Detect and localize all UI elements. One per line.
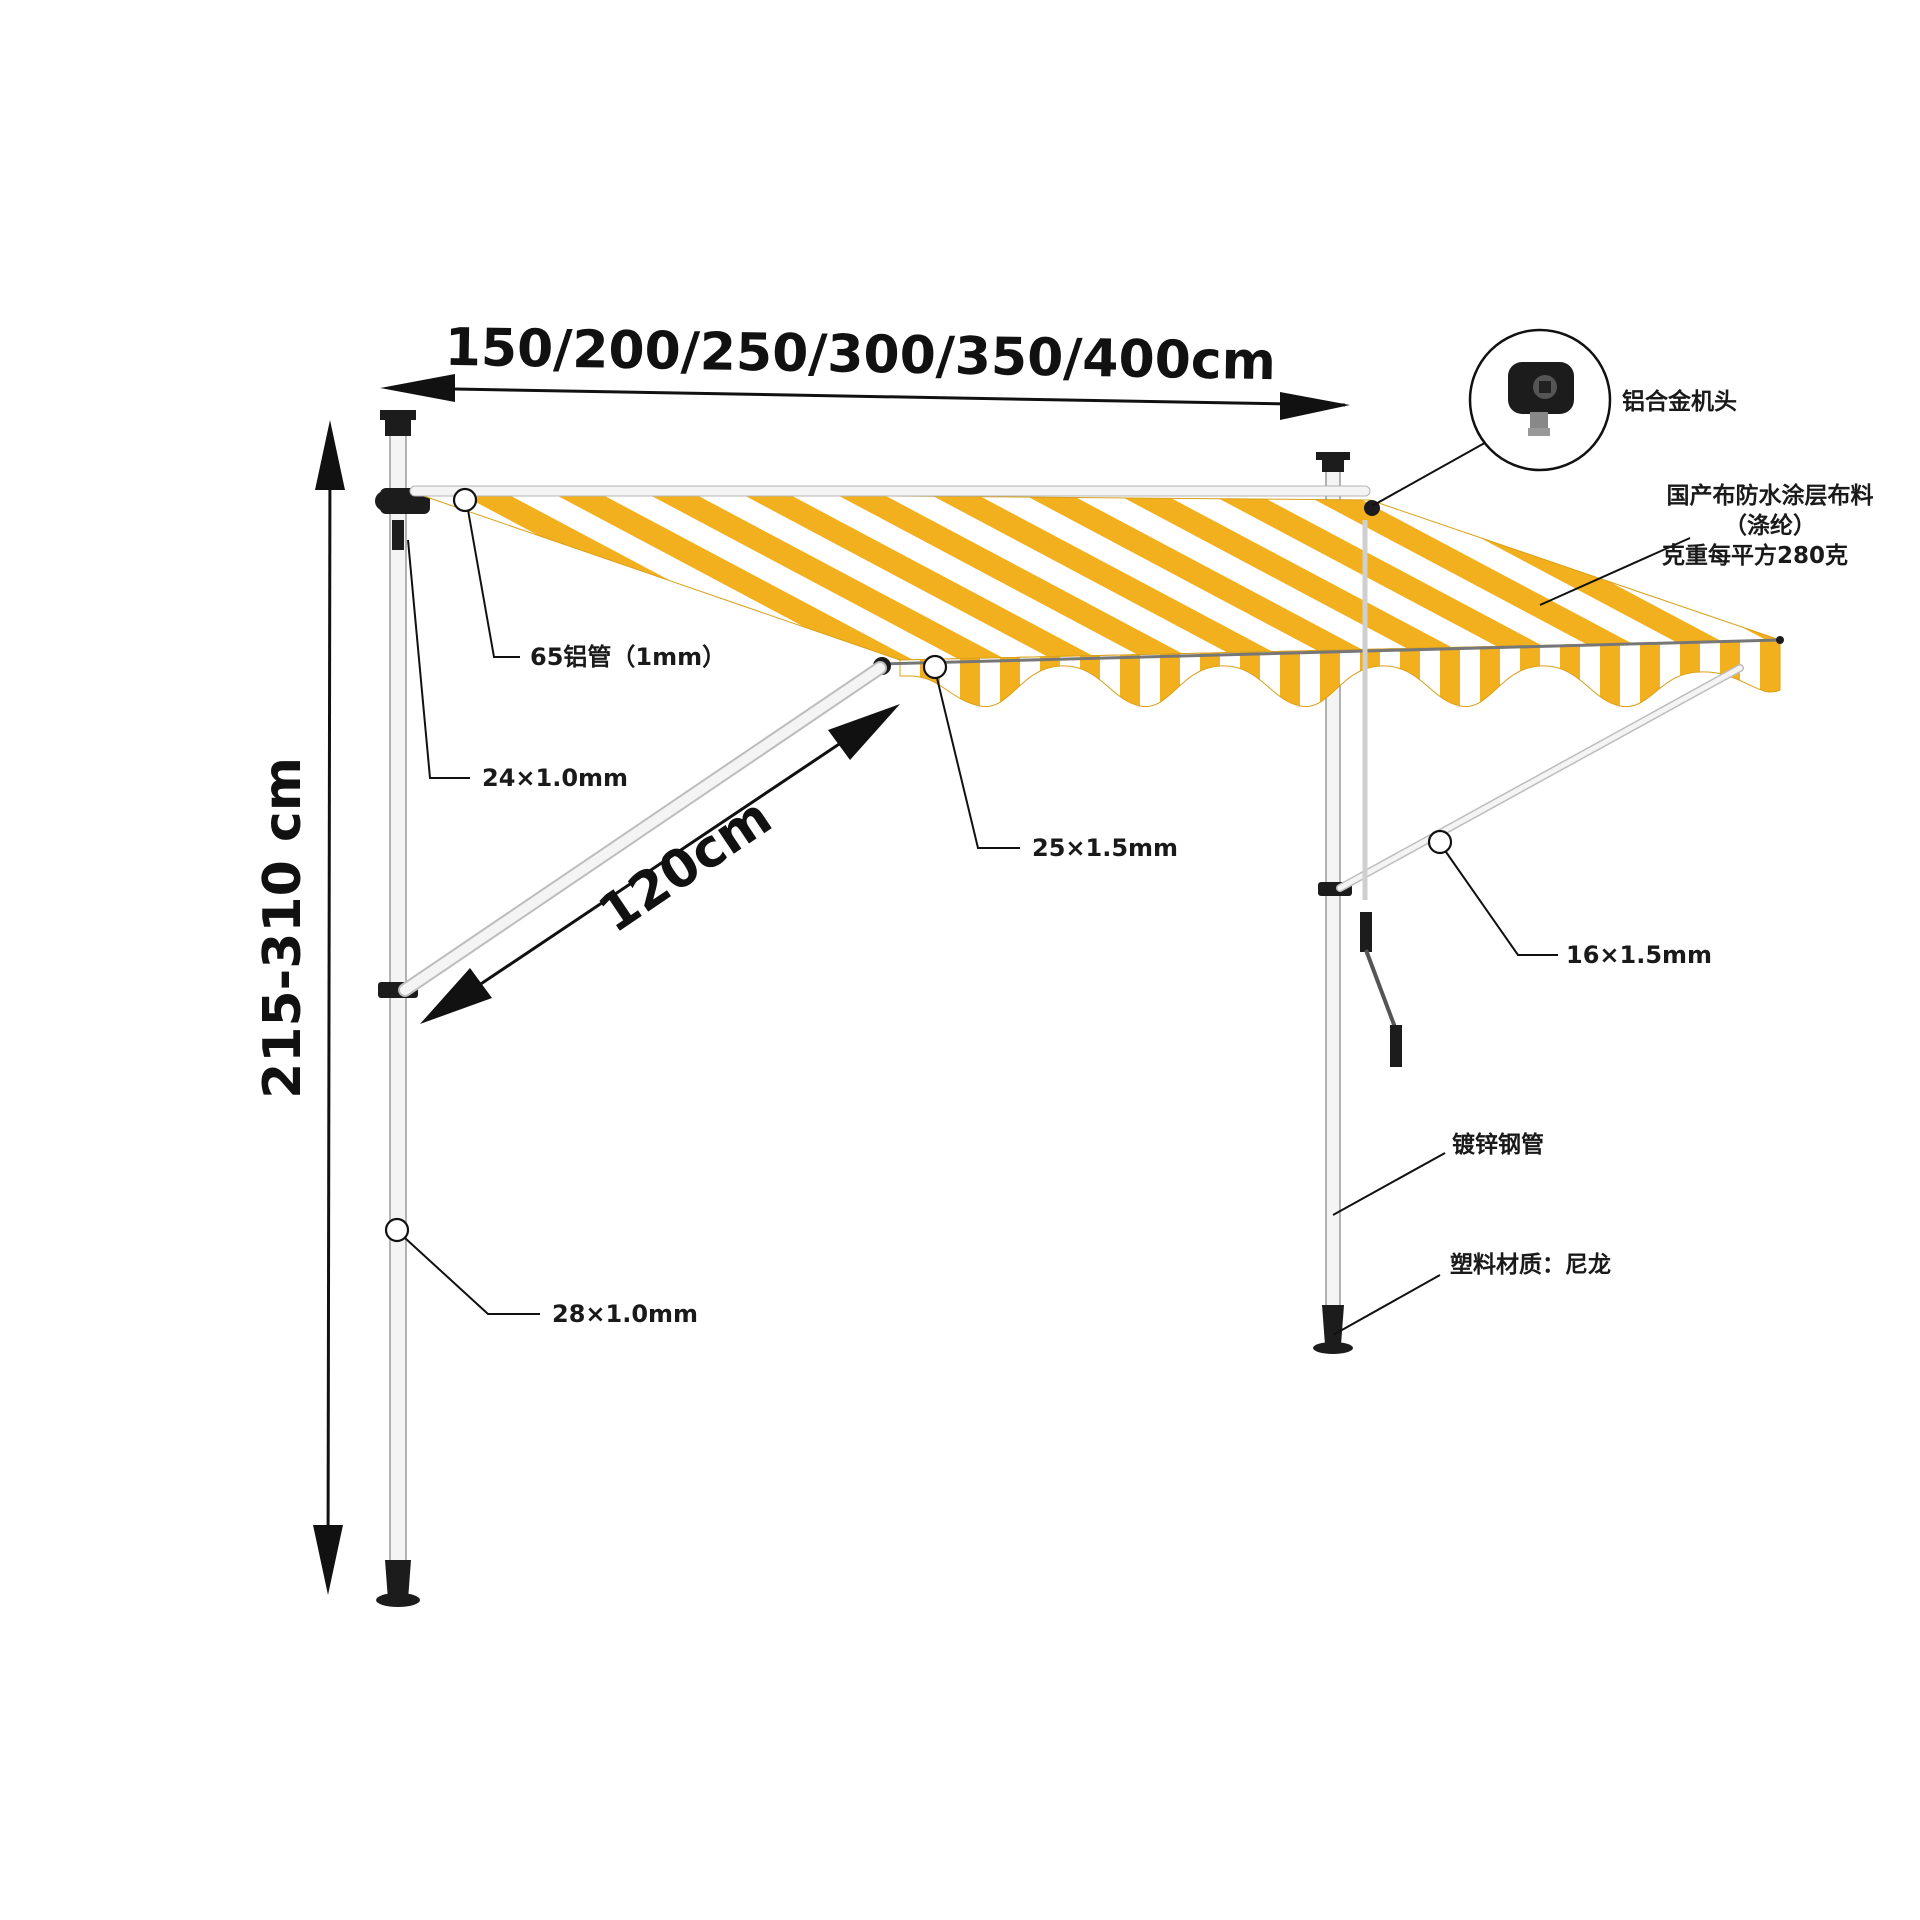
svg-text:塑料材质：尼龙: 塑料材质：尼龙: [1450, 1252, 1611, 1278]
svg-text:国产布防水涂层布料: 国产布防水涂层布料: [1667, 482, 1874, 509]
width-label: 150/200/250/300/350/400cm: [444, 318, 1276, 392]
crank-handle: [1360, 520, 1402, 1067]
crank-head-icon: [1508, 362, 1574, 436]
callout-clamp-tube: 24×1.0mm: [407, 539, 628, 792]
svg-text:（涤纶）: （涤纶）: [1724, 512, 1816, 539]
callout-crank-head: 铝合金机头: [1371, 328, 1737, 507]
svg-text:25×1.5mm: 25×1.5mm: [1032, 834, 1178, 862]
callout-arm-tube: 16×1.5mm: [1427, 829, 1712, 969]
svg-text:镀锌钢管: 镀锌钢管: [1452, 1131, 1544, 1158]
height-label: 215-310 cm: [253, 757, 313, 1099]
height-dimension: 215-310 cm: [253, 420, 345, 1595]
callout-front-tube: 65铝管（1mm）: [452, 487, 726, 671]
callout-fabric: 国产布防水涂层布料 （涤纶） 克重每平方280克: [1539, 482, 1874, 606]
callout-plastic-foot: 塑料材质：尼龙: [1332, 1252, 1611, 1336]
width-dimension: 150/200/250/300/350/400cm: [380, 318, 1350, 420]
arm-length-label: 120cm: [588, 787, 782, 945]
right-arm: [1336, 664, 1744, 892]
svg-text:16×1.5mm: 16×1.5mm: [1566, 941, 1712, 969]
callout-lower-pole: 28×1.0mm: [384, 1217, 698, 1328]
callout-bar-tube: 25×1.5mm: [922, 654, 1178, 862]
left-arm: [398, 661, 887, 997]
svg-text:24×1.0mm: 24×1.0mm: [482, 764, 628, 792]
svg-text:铝合金机头: 铝合金机头: [1622, 388, 1737, 415]
awning-canopy: [409, 485, 1784, 708]
svg-text:65铝管（1mm）: 65铝管（1mm）: [530, 643, 726, 671]
callout-steel-pipe: 镀锌钢管: [1332, 1131, 1544, 1216]
svg-text:28×1.0mm: 28×1.0mm: [552, 1300, 698, 1328]
arm-dimension: 120cm: [420, 704, 900, 1024]
svg-text:克重每平方280克: 克重每平方280克: [1662, 542, 1848, 569]
